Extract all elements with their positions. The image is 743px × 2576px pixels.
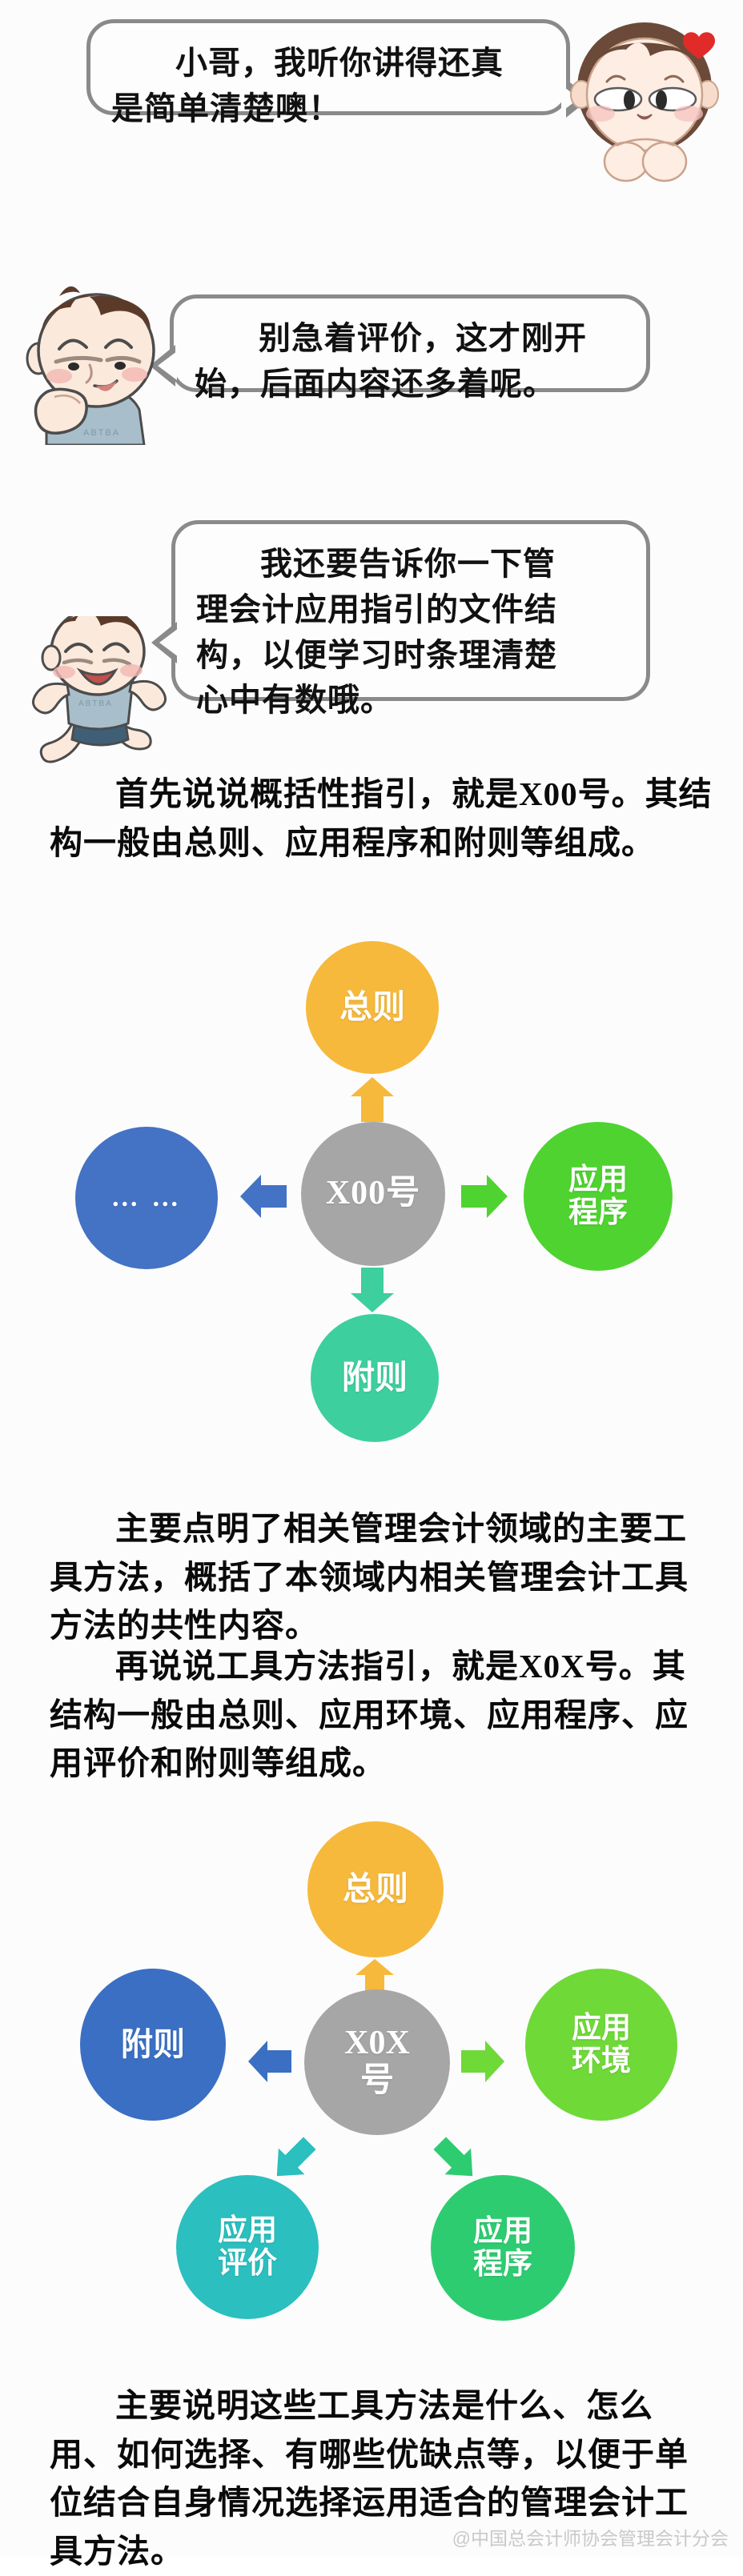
footer-watermark: @中国总会计师协会管理会计分会 bbox=[452, 2528, 729, 2549]
node-label-line1: 应用 bbox=[218, 2213, 277, 2247]
girl-avatar bbox=[552, 5, 737, 182]
svg-text:ABTBA: ABTBA bbox=[83, 428, 120, 438]
speech-bubble-boy-wait: 别急着评价，这才刚开 始，后面内容还多着呢。 bbox=[150, 294, 650, 402]
node-label-group: 应用 评价 bbox=[218, 2214, 277, 2281]
bubble-tail-left bbox=[151, 622, 179, 663]
node-bottom-fuze: 附则 bbox=[311, 1314, 439, 1442]
boy-thinking-avatar: ABTBA bbox=[18, 264, 178, 447]
node-label-group: 应用 程序 bbox=[473, 2215, 532, 2282]
node-label: 附则 bbox=[121, 2025, 185, 2062]
node-right-yingyong-huanjing: 应用 环境 bbox=[525, 1969, 677, 2121]
node-label-line2: 程序 bbox=[473, 2248, 532, 2281]
node-right-yingyong-chengxu: 应用 程序 bbox=[524, 1122, 673, 1271]
diagram-x00: 总则 X00号 … … 应用 程序 bbox=[50, 928, 700, 1442]
node-top-zongze: 总则 bbox=[306, 941, 439, 1074]
paragraph-text-2: 主要点明了相关管理会计领域的主要工具方法，概括了本领域内相关管理会计工具方法的共… bbox=[50, 1510, 689, 1645]
node-center-x0x: X0X 号 bbox=[304, 1989, 450, 2135]
arrow-down-right bbox=[429, 2133, 482, 2185]
node-label: … … bbox=[110, 1182, 183, 1212]
node-label-line1: 应用 bbox=[572, 2011, 631, 2045]
bubble-line-2: 是简单清楚噢！ bbox=[111, 90, 341, 126]
node-label-line2: 号 bbox=[359, 2062, 394, 2099]
node-label-line1: X0X bbox=[344, 2024, 410, 2061]
node-center-x00: X00号 bbox=[301, 1122, 445, 1266]
arrow-down-left bbox=[267, 2133, 320, 2185]
paragraph-lead-3: 再说说工具方法指引 bbox=[115, 1648, 418, 1685]
node-label-line2: 程序 bbox=[568, 1196, 628, 1229]
bubble-line-1: 别急着评价，这才刚开 bbox=[259, 320, 587, 356]
node-left-fuze: 附则 bbox=[80, 1969, 226, 2121]
diagram-x0x: 总则 X0X 号 附则 应用 环境 bbox=[50, 1799, 700, 2321]
speech-bubble-boy-structure: 我还要告诉你一下管 理会计应用指引的文件结 构，以便学习时条理清楚 心中有数哦。 bbox=[151, 520, 650, 718]
node-label-line1: 应用 bbox=[568, 1163, 628, 1196]
arrow-left bbox=[240, 1173, 287, 1220]
node-label-group: 应用 环境 bbox=[572, 2012, 631, 2078]
arrow-down bbox=[349, 1268, 396, 1312]
node-label-line1: 应用 bbox=[473, 2214, 532, 2248]
node-label-group: 应用 程序 bbox=[568, 1164, 628, 1230]
bubble-line-1: 我还要告诉你一下管 bbox=[260, 546, 556, 582]
node-label: 总则 bbox=[343, 1870, 408, 1908]
node-label-line2: 环境 bbox=[572, 2045, 631, 2077]
arrow-up bbox=[354, 1959, 396, 1991]
bubble-line-2: 始，后面内容还多着呢。 bbox=[195, 365, 556, 402]
node-label-line2: 评价 bbox=[218, 2247, 277, 2280]
svg-text:ABTBA: ABTBA bbox=[78, 699, 113, 708]
node-label: 附则 bbox=[342, 1359, 408, 1396]
node-top-zongze: 总则 bbox=[307, 1821, 444, 1957]
paragraph-tool-meaning: 主要说明这些工具方法是什么、怎么用、如何选择、有哪些优缺点等，以便于单位结合自身… bbox=[50, 2382, 716, 2576]
speech-bubble-girl-praise: 小哥，我听你讲得还真 是简单清楚噢！ bbox=[86, 19, 590, 126]
node-label-group: X0X 号 bbox=[344, 2025, 410, 2100]
bubble-line-2: 理会计应用指引的文件结 bbox=[196, 591, 557, 627]
boy-happy-avatar: ABTBA bbox=[14, 607, 183, 776]
arrow-left bbox=[248, 2039, 291, 2084]
node-left-ellipsis: … … bbox=[75, 1127, 218, 1269]
node-label: X00号 bbox=[325, 1175, 421, 1212]
bubble-line-4: 心中有数哦。 bbox=[196, 682, 393, 719]
arrow-right bbox=[461, 2039, 504, 2084]
bubble-line-3: 构，以便学习时条理清楚 bbox=[196, 636, 557, 673]
paragraph-overview-guidance: 首先说说概括性指引，就是X00号。其结构一般由总则、应用程序和附则等组成。 bbox=[50, 770, 716, 867]
arrow-right bbox=[461, 1173, 508, 1220]
bubble-line-1: 小哥，我听你讲得还真 bbox=[175, 45, 504, 81]
node-bottom-right-yingyong-chengxu: 应用 程序 bbox=[431, 2175, 575, 2321]
node-bottom-left-yingyong-pingjia: 应用 评价 bbox=[176, 2175, 319, 2319]
paragraph-text-4: 主要说明这些工具方法是什么、怎么用、如何选择、有哪些优缺点等，以便于单位结合自身… bbox=[50, 2387, 689, 2570]
paragraph-rest-1: ，就是X00号。其结构一般由总则、应用程序和附则等组成。 bbox=[50, 775, 713, 861]
paragraph-rest-3: ，就是X0X号。其结构一般由总则、应用环境、应用程序、应用评价和附则等组成。 bbox=[50, 1648, 689, 1782]
paragraph-tool-guidance: 再说说工具方法指引，就是X0X号。其结构一般由总则、应用环境、应用程序、应用评价… bbox=[50, 1642, 716, 1788]
paragraph-overview-meaning: 主要点明了相关管理会计领域的主要工具方法，概括了本领域内相关管理会计工具方法的共… bbox=[50, 1504, 716, 1650]
paragraph-lead-1: 首先说说概括性指引 bbox=[115, 775, 418, 812]
node-label: 总则 bbox=[339, 988, 405, 1026]
arrow-up bbox=[349, 1077, 396, 1122]
